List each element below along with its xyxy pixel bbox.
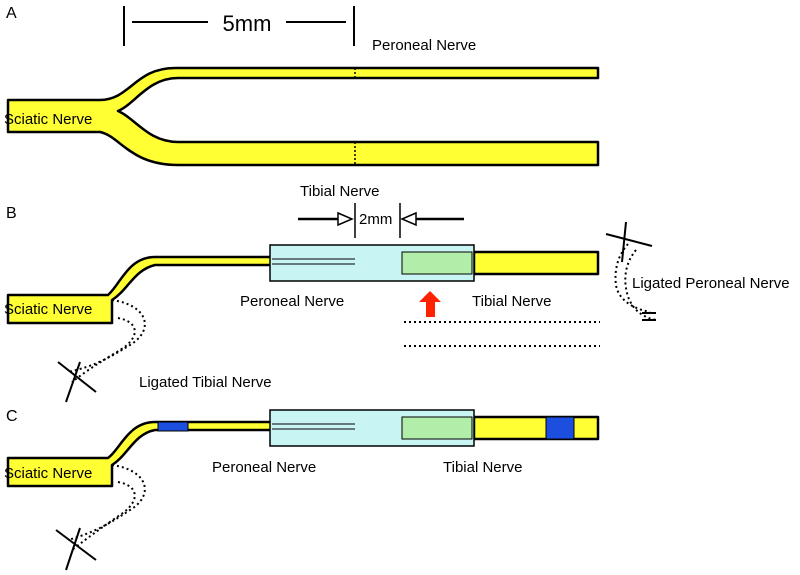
gap-label: 2mm	[359, 211, 392, 228]
tibial-graft-c	[401, 416, 473, 440]
ligated-peroneal-label: Ligated Peroneal Nerve	[632, 275, 790, 292]
panel-b-label: B	[6, 205, 17, 222]
scale-bar: 5mm	[123, 6, 355, 46]
gap-indicator: 2mm	[298, 203, 464, 238]
tibial-label-c: Tibial Nerve	[443, 459, 522, 476]
marker-proximal	[157, 421, 189, 432]
ligation-mark-peroneal	[605, 221, 653, 263]
sciatic-label-b: Sciatic Nerve	[4, 301, 92, 318]
peroneal-label-b: Peroneal Nerve	[240, 293, 344, 310]
marker-distal	[545, 416, 575, 440]
tibial-nerve-c	[472, 415, 600, 441]
ligation-mark-tibial	[57, 361, 97, 403]
panel-b: B Tibial Nerve 2mm	[4, 183, 790, 403]
peroneal-label-a: Peroneal Nerve	[372, 37, 476, 54]
sciatic-label-a: Sciatic Nerve	[4, 111, 92, 128]
ligated-tibial-label: Ligated Tibial Nerve	[139, 374, 272, 391]
red-arrow	[419, 291, 441, 317]
sciatic-nerve-a	[6, 66, 600, 167]
panel-a: A 5mm Sciatic Nerve Peroneal Nerve	[4, 5, 600, 167]
tibial-top-label: Tibial Nerve	[300, 183, 379, 200]
scale-label: 5mm	[223, 11, 272, 36]
tibial-nerve-b	[472, 250, 600, 276]
ligation-mark-c	[55, 527, 97, 571]
panel-c-label: C	[6, 408, 18, 425]
panel-a-label: A	[6, 5, 17, 22]
peroneal-label-c: Peroneal Nerve	[212, 459, 316, 476]
tibial-graft-b	[401, 251, 473, 275]
sciatic-label-c: Sciatic Nerve	[4, 465, 92, 482]
panel-c: C Sciatic Nerve Peroneal Nerve Tibial Ne…	[4, 408, 600, 571]
tibial-label-b: Tibial Nerve	[472, 293, 551, 310]
